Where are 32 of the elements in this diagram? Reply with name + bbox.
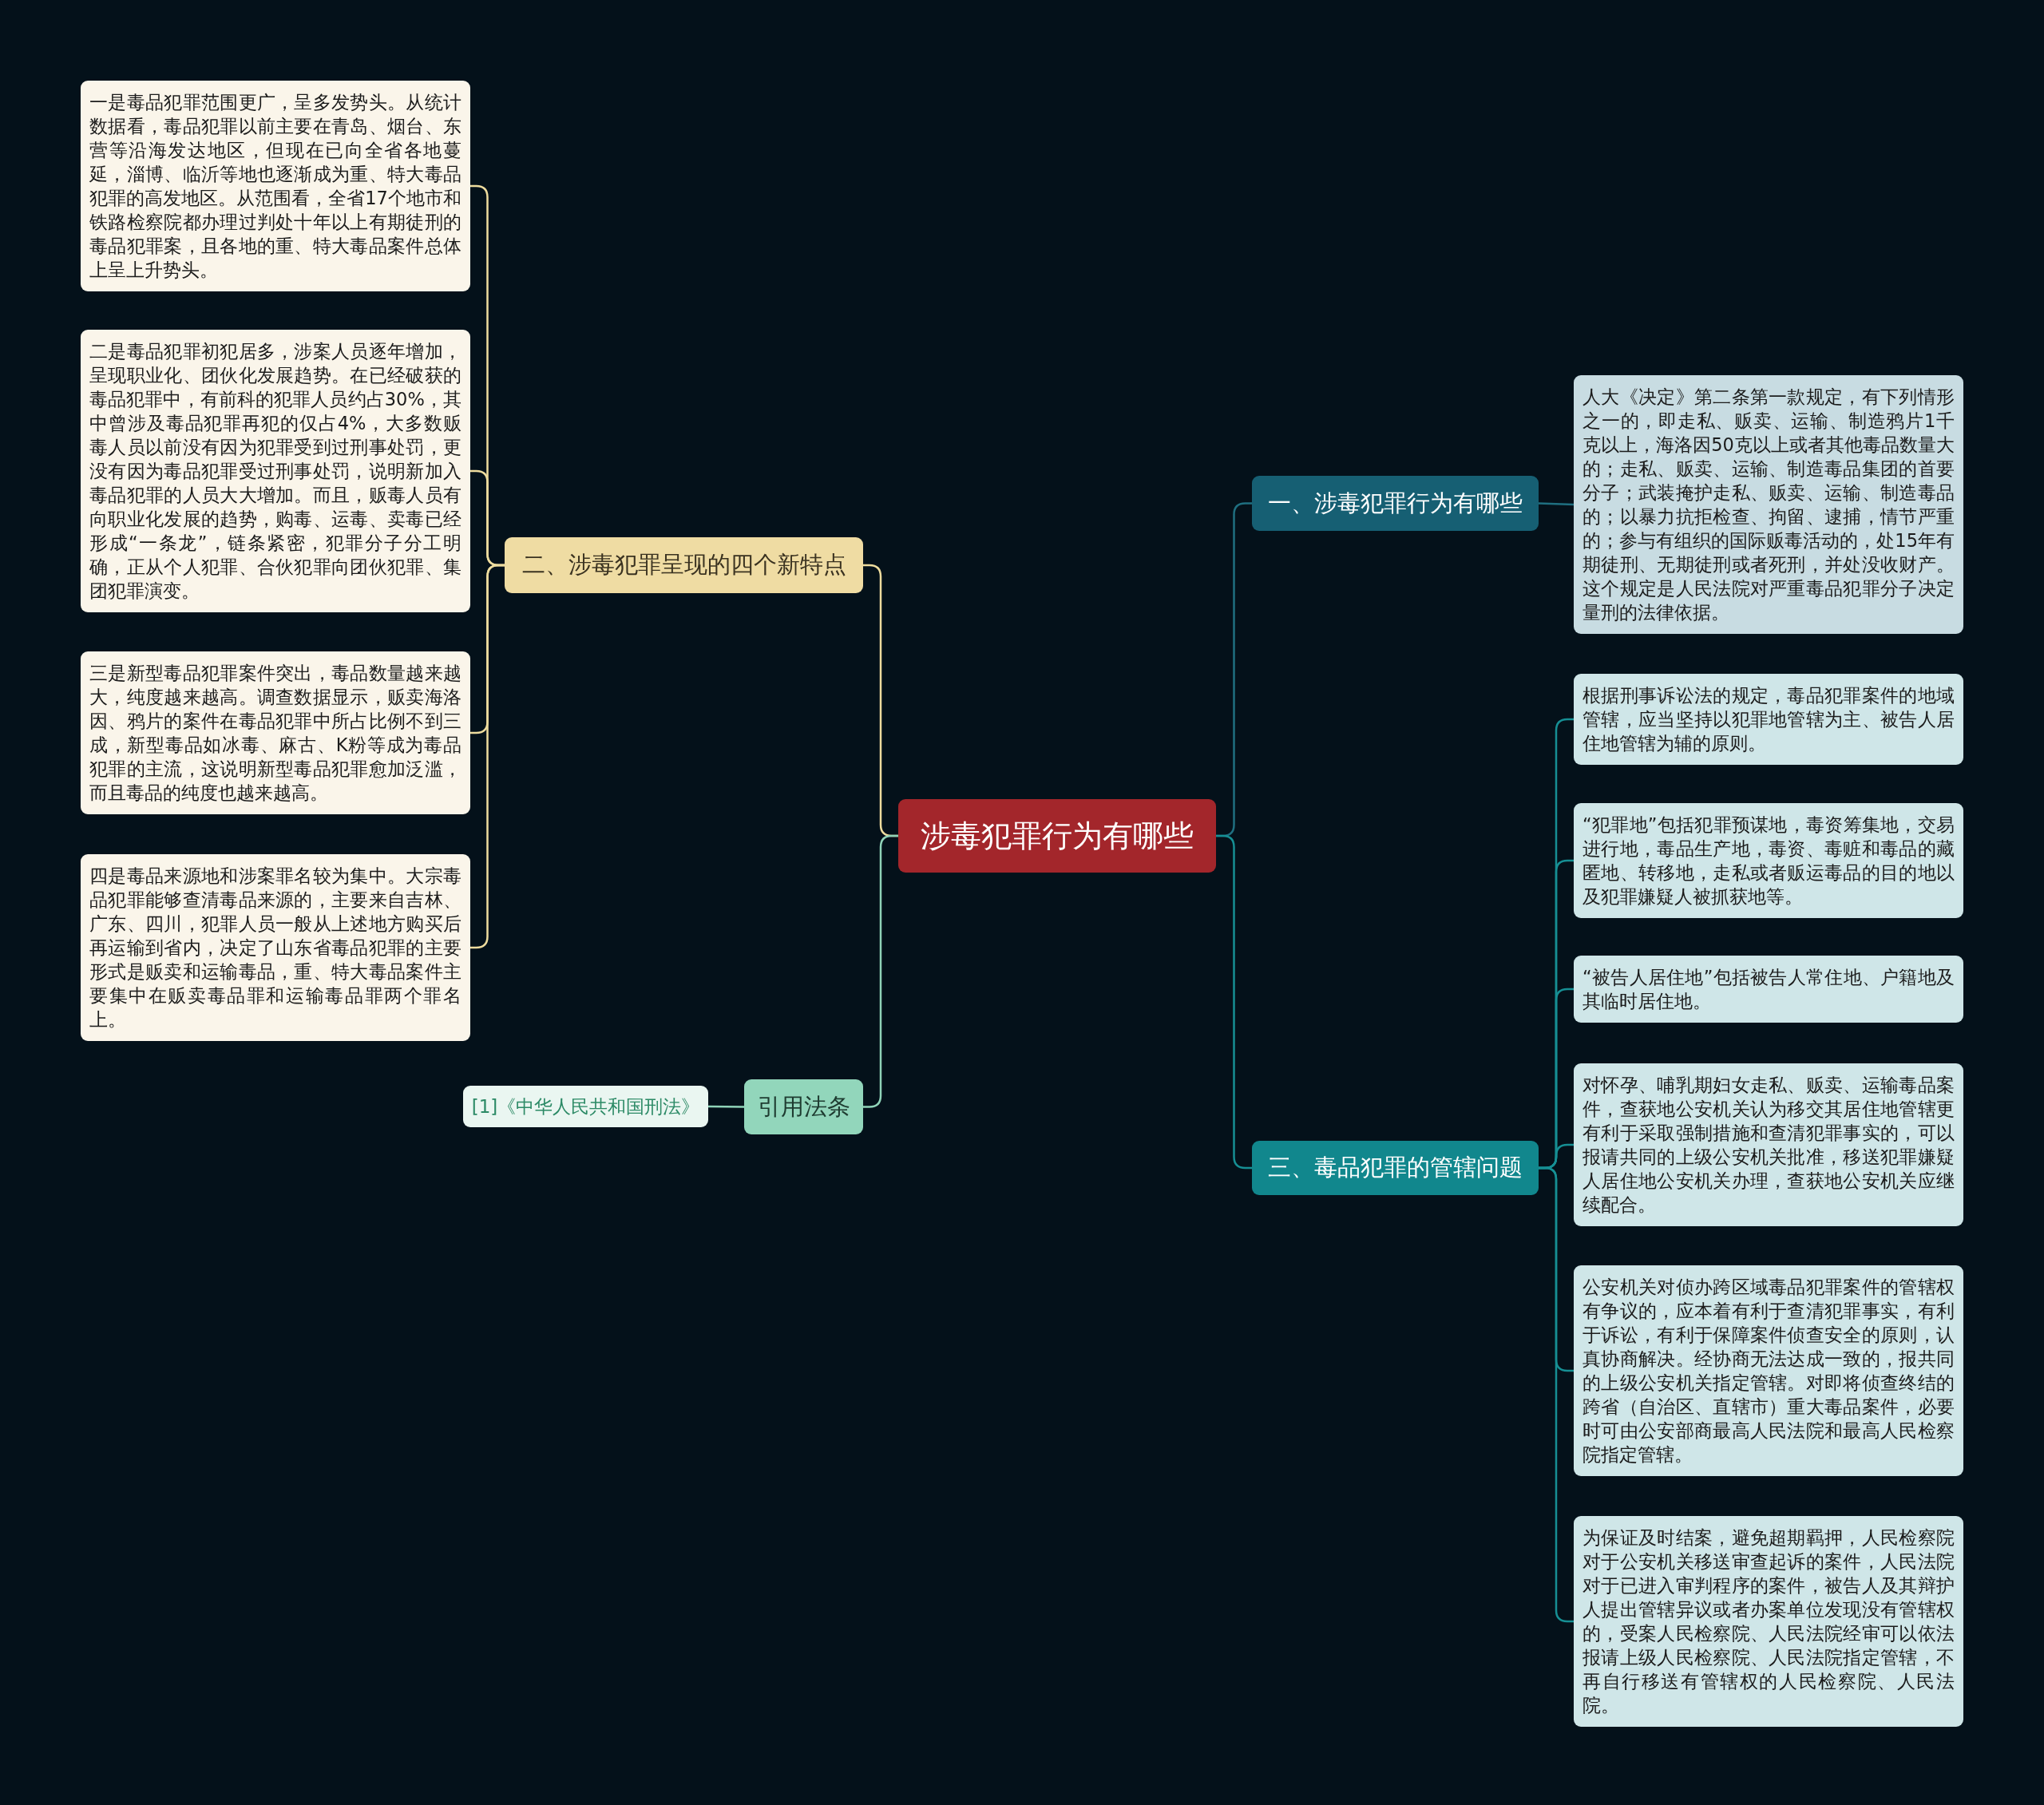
note-text: “被告人居住地”包括被告人常住地、户籍地及其临时居住地。 — [1583, 966, 1955, 1013]
topic-label: 二、涉毒犯罪呈现的四个新特点 — [521, 550, 846, 580]
note-text: 一是毒品犯罪范围更广，呈多发势头。从统计数据看，毒品犯罪以前主要在青岛、烟台、东营等沿海发达地区，但现在已向全省各地蔓延，淄博、临沂等地也逐渐成为重、特大毒品犯罪的高发地区。从范围看，全省17个地市和铁路检察院都办理过判处十年以上有期徒刑的毒品犯罪案，且各地的重、特大毒品案件总体上呈上升势头。 — [89, 91, 461, 282]
note-card — [1574, 956, 1963, 1023]
topic-box — [505, 537, 863, 593]
note-card — [1574, 674, 1963, 765]
note-card — [1574, 803, 1963, 918]
connector-line — [1538, 502, 1575, 506]
note-text: 对怀孕、哺乳期妇女走私、贩卖、运输毒品案件，查获地公安机关认为移交其居住地管辖更有利于采取强制措施和查清犯罪事实的，可以报请共同的上级公安机关批准，移送犯罪嫌疑人居住地公安机关办理，查获地公安机关应继续配合。 — [1583, 1074, 1955, 1217]
note-text: 公安机关对侦办跨区域毒品犯罪案件的管辖权有争议的，应本着有利于查清犯罪事实，有利于诉讼，有利于保障案件侦查安全的原则，认真协商解决。经协商无法达成一致的，报共同的上级公安机关指定管辖。对即将侦查终结的跨省（自治区、直辖市）重大毒品案件，必要时可由公安部商最高人民法院和最高人民检察院指定管辖。 — [1583, 1276, 1955, 1467]
note-text: “犯罪地”包括犯罪预谋地，毒资筹集地，交易进行地，毒品生产地，毒资、毒赃和毒品的藏匿地、转移地，走私或者贩运毒品的目的地以及犯罪嫌疑人被抓获地等。 — [1583, 813, 1955, 908]
connector-line — [1216, 834, 1252, 1170]
note-text: 人大《决定》第二条第一款规定，有下列情形之一的，即走私、贩卖、运输、制造鸦片1千克以上，海洛因50克以上或者其他毒品数量大的；走私、贩卖、运输、制造毒品集团的首要分子；武装掩护走私、贩卖、运输、制造毒品的；以暴力抗拒检查、拘留、逮捕，情节严重的；参与有组织的国际贩毒活动的，处15年有期徒刑、无期徒刑或者死刑，并处没收财产。这个规定是人民法院对严重毒品犯罪分子决定量刑的法律依据。 — [1583, 386, 1955, 624]
note-card — [81, 651, 470, 814]
topic-label: 引用法条 — [757, 1091, 850, 1122]
topic-box — [1252, 476, 1539, 531]
note-text: 根据刑事诉讼法的规定，毒品犯罪案件的地域管辖，应当坚持以犯罪地管辖为主、被告人居住地管辖为辅的原则。 — [1583, 684, 1955, 755]
topic-label: 一、涉毒犯罪行为有哪些 — [1268, 488, 1523, 518]
note-text: 二是毒品犯罪初犯居多，涉案人员逐年增加，呈现职业化、团伙化发展趋势。在已经破获的毒品犯罪中，有前科的犯罪人员约占30%，其中曾涉及毒品犯罪再犯的仅占4%，大多数贩毒人员以前没有因为犯罪受到过刑事处罚，更没有因为毒品犯罪受过刑事处罚，说明新加入毒品犯罪的人员大大增加。而且，贩毒人员有向职业化发展的趋势，购毒、运毒、卖毒已经形成“一条龙”，链条紧密，犯罪分子分工明确，正从个人犯罪、合伙犯罪向团伙犯罪、集团犯罪演变。 — [89, 340, 461, 603]
note-text: 三是新型毒品犯罪案件突出，毒品数量越来越大，纯度越来越高。调查数据显示，贩卖海洛因、鸦片的案件在毒品犯罪中所占比例不到三成，新型毒品如冰毒、麻古、K粉等成为毒品犯罪的主流，这说明新型毒品犯罪愈加泛滥，而且毒品的纯度也越来越高。 — [89, 662, 461, 805]
topic-box — [744, 1079, 863, 1134]
connector-line — [708, 1105, 744, 1108]
root-topic — [898, 799, 1216, 873]
note-text: 四是毒品来源地和涉案罪名较为集中。大宗毒品犯罪能够查清毒品来源的，主要来自吉林、广东、四川，犯罪人员一般从上述地方购买后再运输到省内，决定了山东省毒品犯罪的主要形式是贩卖和运输毒品，重、特大毒品案件主要集中在贩卖毒品罪和运输毒品罪两个罪名上。 — [89, 865, 461, 1031]
note-text: 为保证及时结案，避免超期羁押，人民检察院对于公安机关移送审查起诉的案件，人民法院对于已进入审判程序的案件，被告人及其辩护人提出管辖异议或者办案单位发现没有管辖权的，受案人民检察院、人民法院经审可以依法报请上级人民检察院、人民法院指定管辖，不再自行移送有管辖权的人民检察院、人民法院。 — [1583, 1526, 1955, 1717]
reference-card — [463, 1086, 708, 1127]
connector-line — [863, 834, 898, 1108]
topic-label: 涉毒犯罪行为有哪些 — [921, 817, 1194, 855]
topic-label: [1]《中华人民共和国刑法》 — [471, 1094, 700, 1118]
topic-label: 三、毒品犯罪的管辖问题 — [1268, 1153, 1523, 1182]
note-card — [1574, 1063, 1963, 1226]
topic-box — [1252, 1141, 1539, 1195]
